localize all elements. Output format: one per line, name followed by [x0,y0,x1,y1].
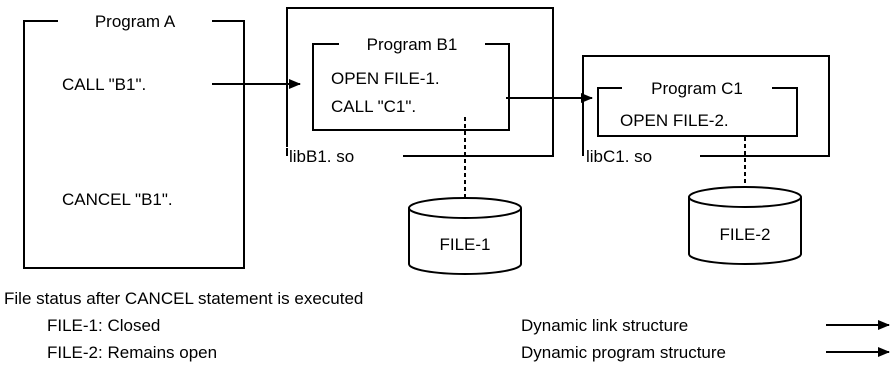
lib-b1-border [286,7,554,157]
status-file-2: FILE-2: Remains open [47,343,217,362]
file-1-cylinder: FILE-1 [408,197,522,275]
file-1-top [408,197,522,219]
file-2-cylinder: FILE-2 [688,186,802,265]
file-2-body [688,197,802,265]
lib-b1-label: libB1. so [289,147,354,166]
lib-c1-border [582,55,830,157]
program-b1-border [312,43,510,131]
file-2-label: FILE-2 [719,225,770,244]
program-a-cancel-statement: CANCEL "B1". [62,190,173,209]
file-2-top [688,186,802,208]
file-1-body [408,208,522,275]
legend-program-label: Dynamic program structure [521,343,726,362]
program-b1-title: Program B1 [367,35,458,54]
lib-c1-module: libC1. so Program C1 OPEN FILE-2. [582,55,830,166]
program-c1-border [597,87,798,137]
program-c1-open-statement: OPEN FILE-2. [620,111,729,130]
program-a-call-statement: CALL "B1". [62,75,146,94]
legend-link-label: Dynamic link structure [521,316,688,335]
lib-b1-module: libB1. so Program B1 OPEN FILE-1. CALL "… [286,7,554,166]
lib-c1-label: libC1. so [586,147,652,166]
program-c1-title: Program C1 [651,79,743,98]
program-a-box: Program A CALL "B1". CANCEL "B1". [23,12,245,269]
program-b1-open-statement: OPEN FILE-1. [331,69,440,88]
program-b1-call-statement: CALL "C1". [331,97,416,116]
status-heading: File status after CANCEL statement is ex… [4,289,363,308]
file-1-label: FILE-1 [439,235,490,254]
program-a-title: Program A [95,12,176,31]
status-file-1: FILE-1: Closed [47,316,160,335]
program-a-border [23,20,245,269]
